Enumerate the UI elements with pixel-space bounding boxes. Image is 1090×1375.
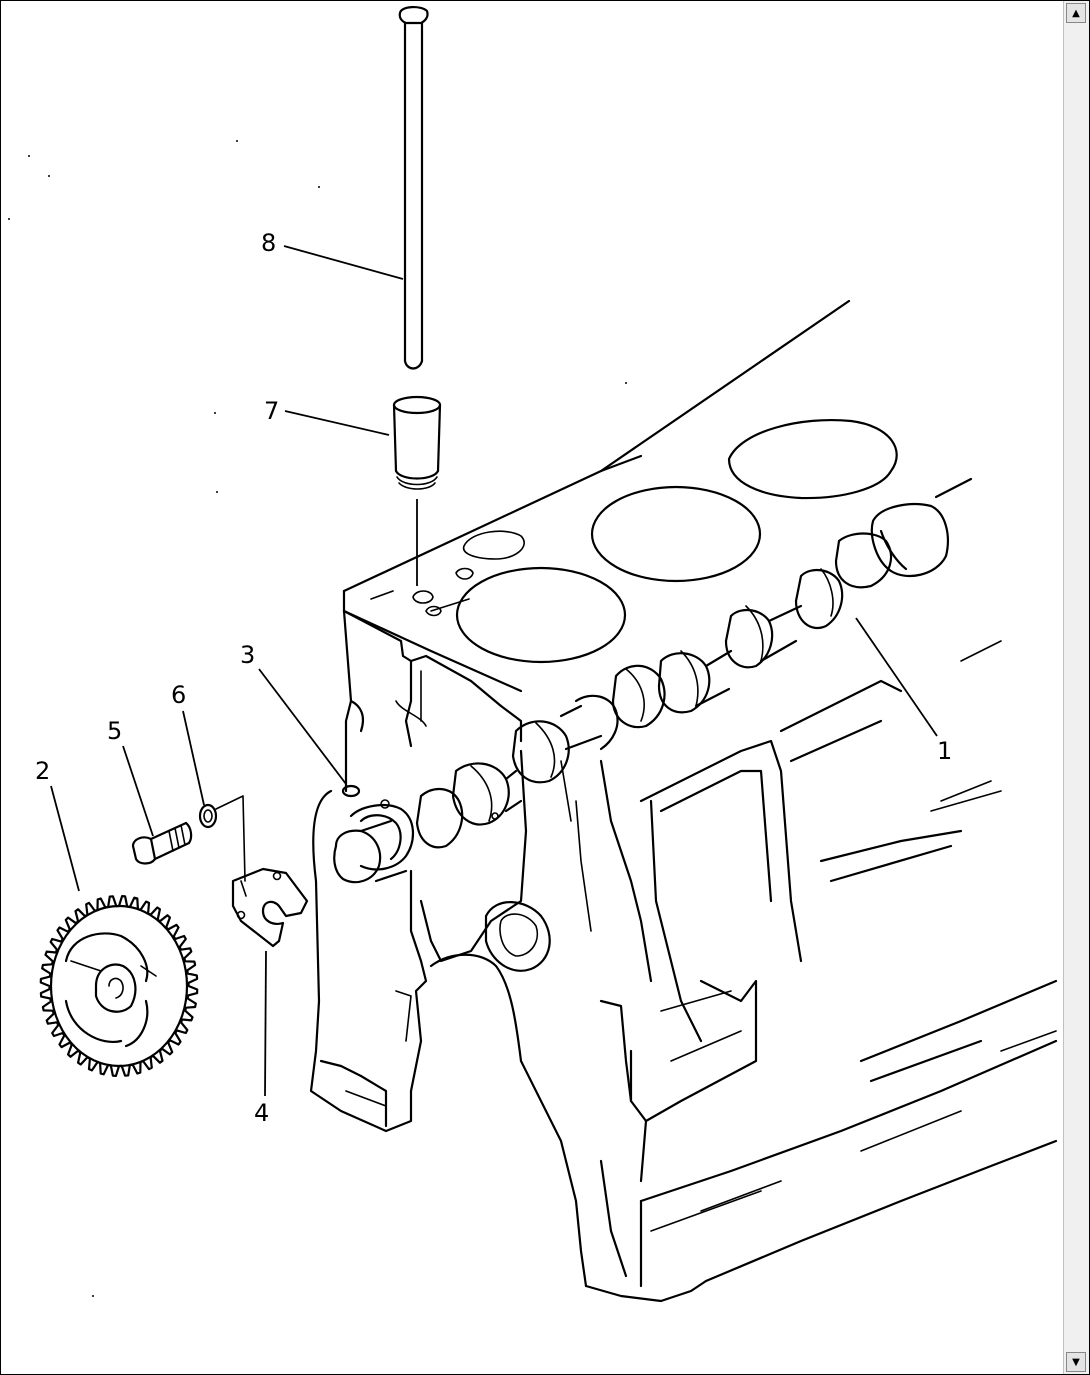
cylinder-block: [309, 299, 1058, 1303]
scroll-down-arrow-icon[interactable]: ▼: [1066, 1352, 1086, 1372]
callout-6: 6: [171, 681, 186, 709]
callout-7: 7: [264, 397, 279, 425]
camshaft: [333, 477, 973, 884]
callout-5: 5: [107, 717, 122, 745]
camshaft-gear: [39, 895, 199, 1077]
callout-8: 8: [261, 229, 276, 257]
leader-lines: [50, 245, 938, 1097]
pin: [341, 784, 361, 798]
camshaft-exploded-diagram: 8 7 3 6 5 2 1 4: [8, 6, 1058, 1303]
callout-labels: 8 7 3 6 5 2 1 4: [35, 229, 952, 1127]
callout-3: 3: [240, 641, 255, 669]
scroll-up-arrow-icon[interactable]: ▲: [1066, 3, 1086, 23]
lock-washer: [198, 795, 246, 882]
tappet: [392, 395, 442, 586]
vertical-scrollbar[interactable]: ▲ ▼: [1063, 1, 1089, 1374]
push-rod: [398, 6, 429, 370]
callout-4: 4: [254, 1099, 269, 1127]
bolt: [131, 821, 193, 865]
callout-1: 1: [937, 737, 952, 765]
callout-2: 2: [35, 757, 50, 785]
thrust-plate: [231, 867, 309, 948]
scan-specks: [8, 140, 627, 1297]
